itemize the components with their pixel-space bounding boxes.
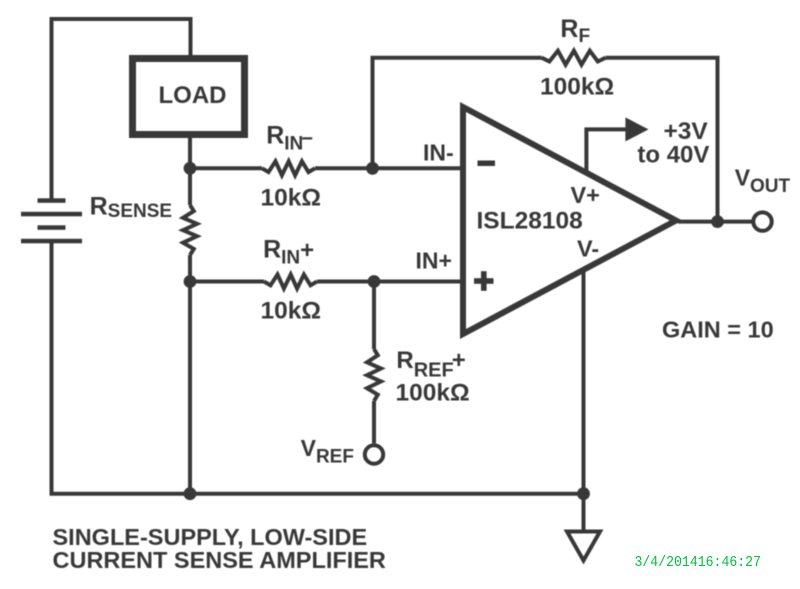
svg-text:RIN+: RIN+: [263, 236, 314, 269]
svg-text:100kΩ: 100kΩ: [396, 380, 470, 407]
svg-text:V-: V-: [577, 236, 599, 262]
svg-text:LOAD: LOAD: [159, 82, 227, 109]
svg-text:IN+: IN+: [416, 248, 452, 274]
svg-text:ISL28108: ISL28108: [477, 208, 583, 235]
svg-text:GAIN = 10: GAIN = 10: [662, 317, 774, 343]
svg-text:+3V: +3V: [664, 118, 709, 145]
svg-text:SINGLE-SUPPLY, LOW-SIDE: SINGLE-SUPPLY, LOW-SIDE: [53, 524, 368, 550]
svg-text:3/4/201416:46:27: 3/4/201416:46:27: [635, 554, 762, 571]
svg-text:10kΩ: 10kΩ: [261, 298, 322, 325]
svg-text:V+: V+: [571, 182, 600, 208]
svg-text:100kΩ: 100kΩ: [540, 74, 614, 101]
svg-text:10kΩ: 10kΩ: [261, 185, 322, 212]
svg-text:CURRENT SENSE AMPLIFIER: CURRENT SENSE AMPLIFIER: [53, 547, 386, 573]
svg-text:to 40V: to 40V: [637, 141, 709, 168]
svg-text:IN-: IN-: [423, 139, 454, 165]
